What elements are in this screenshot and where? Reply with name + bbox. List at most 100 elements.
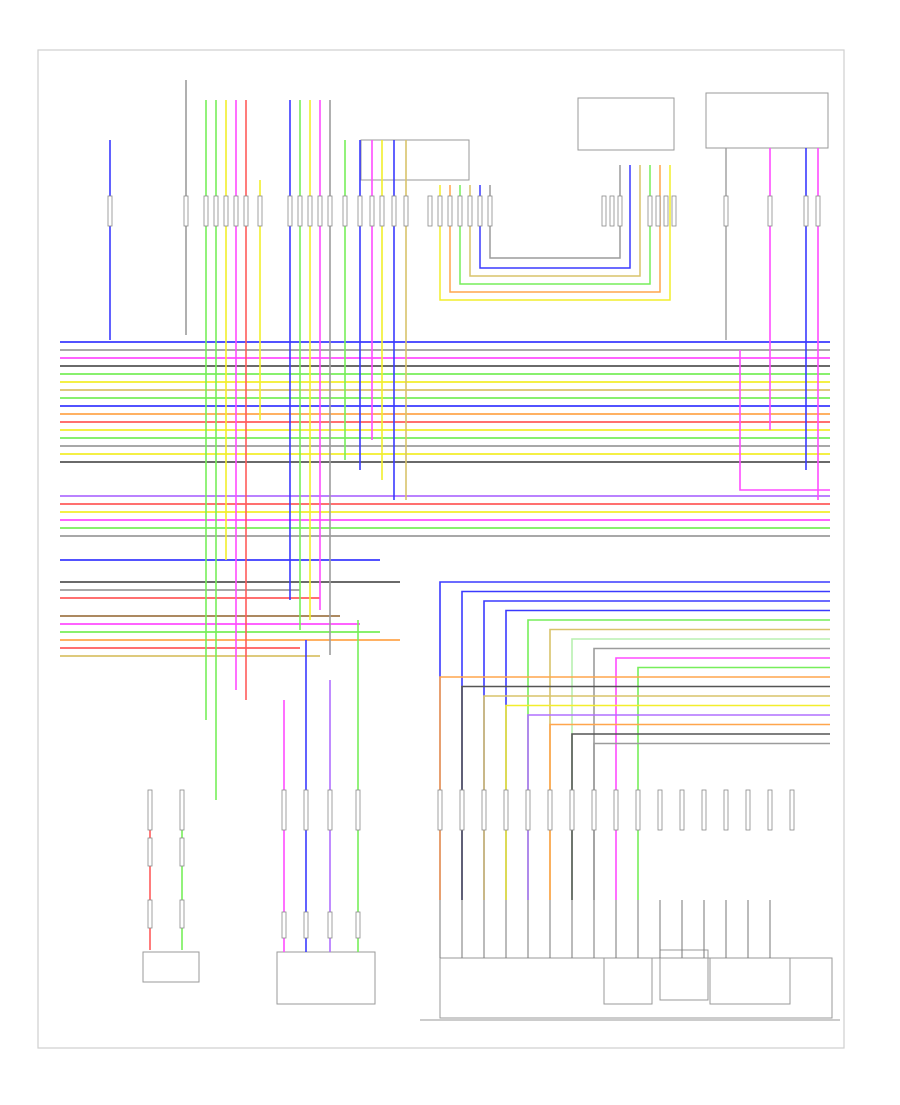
- harness-wire-right-14: [505, 704, 830, 900]
- sensor-connector-pin-2: [179, 837, 185, 867]
- bottom-connector-pin-3: [281, 789, 287, 831]
- top-connector-pin-14: [342, 195, 348, 227]
- top-connector-pin-16: [369, 195, 375, 227]
- top-connector-pin-7: [243, 195, 249, 227]
- top-connector-pin-19: [403, 195, 409, 227]
- harness-wire-right-2: [461, 590, 830, 900]
- harness-wire-right-17: [571, 733, 830, 900]
- bottom-connector-pin-7: [437, 789, 443, 831]
- module-connector-pin-2: [303, 911, 309, 939]
- top-connector-pin-13: [327, 195, 333, 227]
- bottom-connector-pin-14: [591, 789, 597, 831]
- sensor-lower-pin-1: [147, 899, 153, 929]
- top-connector-pin-37: [815, 195, 821, 227]
- bottom-connector-pin-15: [613, 789, 619, 831]
- top-mid-switch-box: [577, 97, 675, 151]
- top-connector-pin-6: [233, 195, 239, 227]
- transmission-inner-c: [709, 957, 791, 1005]
- module-connector-pin-3: [327, 911, 333, 939]
- top-connector-pin-30: [647, 195, 653, 227]
- bottom-connector-pin-18: [679, 789, 685, 831]
- top-connector-pin-26: [487, 195, 493, 227]
- harness-wire-right-5: [527, 619, 830, 900]
- harness-wire-right-18: [593, 742, 830, 900]
- top-connector-pin-5: [223, 195, 229, 227]
- harness-wire-right-9: [615, 657, 830, 900]
- top-connector-pin-31: [655, 195, 661, 227]
- diagram-frame: [37, 49, 845, 1049]
- top-connector-pin-34: [723, 195, 729, 227]
- top-loop-wire-6: [489, 165, 621, 259]
- top-connector-pin-28: [609, 195, 615, 227]
- top-connector-pin-29: [617, 195, 623, 227]
- bottom-connector-pin-9: [481, 789, 487, 831]
- top-connector-pin-21: [437, 195, 443, 227]
- harness-wire-right-16: [549, 723, 830, 900]
- bottom-connector-pin-19: [701, 789, 707, 831]
- bottom-connector-pin-4: [303, 789, 309, 831]
- top-loop-wire-5: [479, 165, 631, 269]
- bottom-connector-pin-20: [723, 789, 729, 831]
- bottom-connector-pin-21: [745, 789, 751, 831]
- bottom-connector-pin-17: [657, 789, 663, 831]
- top-connector-pin-12: [317, 195, 323, 227]
- bottom-connector-pin-1: [147, 789, 153, 831]
- top-loop-wire-2: [449, 165, 661, 293]
- bottom-connector-pin-23: [789, 789, 795, 831]
- top-connector-pin-23: [457, 195, 463, 227]
- bottom-connector-pin-10: [503, 789, 509, 831]
- transmission-inner-b: [659, 949, 709, 1001]
- harness-wire-right-10: [637, 666, 830, 900]
- bottom-connector-pin-16: [635, 789, 641, 831]
- top-connector-pin-22: [447, 195, 453, 227]
- relay-loop-wire: [739, 350, 830, 491]
- bottom-connector-pin-2: [179, 789, 185, 831]
- harness-wire-right-4: [505, 609, 830, 900]
- top-connector-pin-33: [671, 195, 677, 227]
- component-boxes: [142, 92, 840, 1021]
- module-connector-pin-1: [281, 911, 287, 939]
- harness-wire-right-11: [439, 676, 830, 900]
- harness-wire-right-13: [483, 695, 830, 900]
- top-connector-pin-24: [467, 195, 473, 227]
- top-connector-pin-17: [379, 195, 385, 227]
- top-connector-pin-20: [427, 195, 433, 227]
- top-connector-pin-3: [203, 195, 209, 227]
- top-connector-pin-15: [357, 195, 363, 227]
- harness-wire-right-6: [549, 628, 830, 900]
- transmission-outline: [439, 957, 833, 1019]
- harness-wire-right-12: [461, 685, 830, 900]
- bottom-connector-pin-8: [459, 789, 465, 831]
- top-loop-wire-1: [439, 165, 671, 301]
- bottom-connector-pin-11: [525, 789, 531, 831]
- bottom-left-sensor-box: [142, 951, 200, 983]
- bottom-connector-pin-12: [547, 789, 553, 831]
- wire-group: [60, 80, 830, 958]
- bottom-connector-pin-22: [767, 789, 773, 831]
- top-connector-pin-4: [213, 195, 219, 227]
- sensor-connector-pin-1: [147, 837, 153, 867]
- connector-group: [107, 195, 821, 939]
- top-connector-pin-8: [257, 195, 263, 227]
- module-connector-pin-4: [355, 911, 361, 939]
- top-connector-pin-10: [297, 195, 303, 227]
- top-connector-pin-18: [391, 195, 397, 227]
- bottom-connector-pin-13: [569, 789, 575, 831]
- top-connector-pin-11: [307, 195, 313, 227]
- bottom-mid-module-box: [276, 951, 376, 1005]
- top-right-relay-box: [705, 92, 829, 149]
- top-connector-pin-1: [107, 195, 113, 227]
- bottom-connector-pin-5: [327, 789, 333, 831]
- sensor-lower-pin-2: [179, 899, 185, 929]
- bottom-connector-pin-6: [355, 789, 361, 831]
- transmission-inner-a: [603, 957, 653, 1005]
- top-loop-wire-4: [469, 165, 641, 277]
- top-connector-pin-9: [287, 195, 293, 227]
- harness-wire-right-15: [527, 714, 830, 900]
- top-center-connector: [360, 139, 470, 181]
- top-connector-pin-27: [601, 195, 607, 227]
- top-connector-pin-36: [803, 195, 809, 227]
- harness-wire-right-3: [483, 600, 830, 900]
- top-connector-pin-25: [477, 195, 483, 227]
